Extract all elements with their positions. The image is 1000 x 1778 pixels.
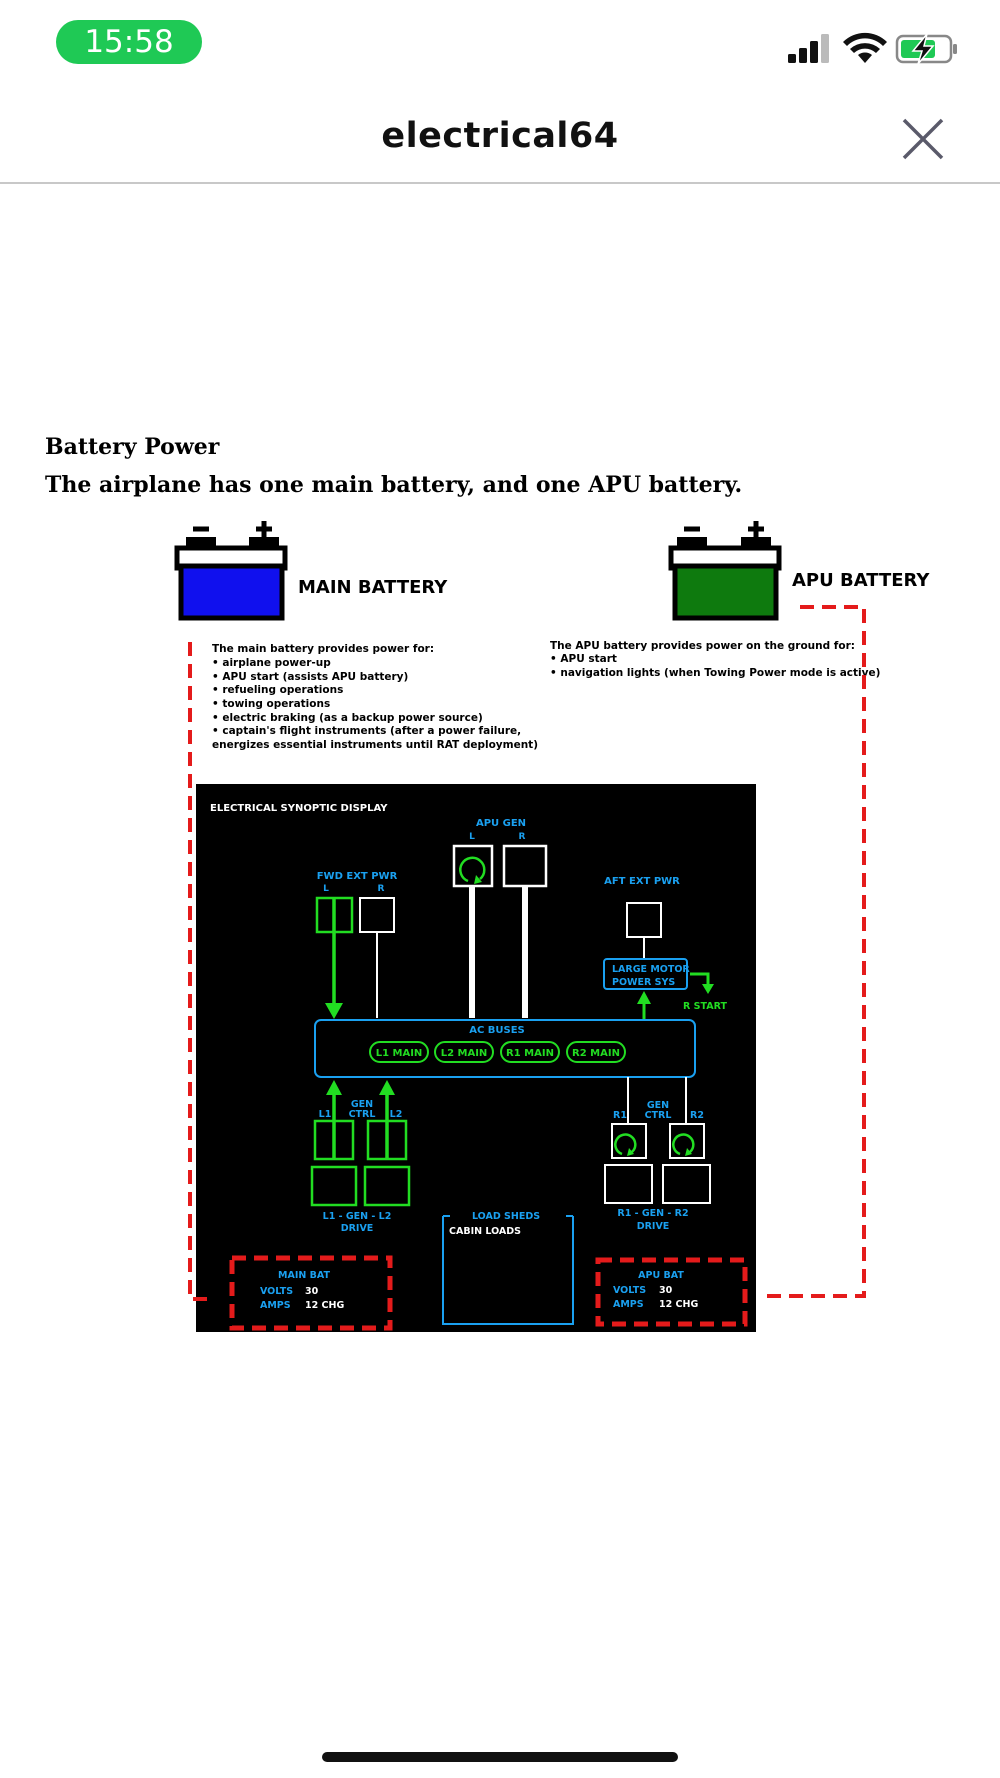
main-battery-description: The main battery provides power for: • a… xyxy=(212,643,538,751)
r1-drive-box xyxy=(604,1164,653,1204)
main-desc-item: energizes essential instruments until RA… xyxy=(212,739,538,751)
l1-label: L1 xyxy=(319,1109,332,1120)
main-battery-icon xyxy=(174,521,288,621)
r2-gen-ctrl-box xyxy=(669,1123,705,1159)
section-heading: Battery Power xyxy=(45,434,220,460)
fwd-ext-pwr-l: L xyxy=(323,884,329,894)
apu-bat-amps-label: AMPS xyxy=(613,1299,644,1310)
cabin-loads-label: CABIN LOADS xyxy=(449,1226,521,1237)
bus-r2-main xyxy=(566,1041,626,1063)
bus-l1-main xyxy=(369,1041,429,1063)
r1-label: R1 xyxy=(613,1110,627,1121)
r2-rotate-icon xyxy=(672,1133,695,1156)
bus-l1-main-label: L1 MAIN xyxy=(376,1048,423,1059)
ac-buses-box xyxy=(314,1019,696,1078)
bus-pills: L1 MAIN L2 MAIN R1 MAIN R2 MAIN xyxy=(369,1041,626,1063)
apu-gen-rotate-icon xyxy=(459,856,486,884)
main-bat-amps-label: AMPS xyxy=(260,1300,291,1311)
status-time: 15:58 xyxy=(56,20,202,64)
r1-gen-ctrl-box xyxy=(611,1123,647,1159)
aft-ext-pwr-label: AFT EXT PWR xyxy=(604,876,680,887)
apu-bat-volts-label: VOLTS xyxy=(613,1285,646,1296)
right-drive-label-1: R1 - GEN - R2 xyxy=(617,1208,688,1219)
power-sys-label: POWER SYS xyxy=(612,977,675,988)
bus-r1-main xyxy=(500,1041,560,1063)
large-motor-power-sys-box xyxy=(603,958,688,990)
apu-battery-connector xyxy=(765,605,866,1298)
ac-buses-label: AC BUSES xyxy=(469,1025,525,1036)
apu-bat-volts-value: 30 xyxy=(659,1285,673,1296)
apu-desc-title: The APU battery provides power on the gr… xyxy=(550,640,855,652)
left-drive-label-2: DRIVE xyxy=(341,1223,374,1234)
synoptic-title: ELECTRICAL SYNOPTIC DISPLAY xyxy=(210,803,388,814)
apu-battery-icon xyxy=(668,521,782,621)
section-subheading: The airplane has one main battery, and o… xyxy=(45,472,743,498)
main-bat-title: MAIN BAT xyxy=(278,1270,330,1281)
bus-r2-main-label: R2 MAIN xyxy=(572,1048,620,1059)
home-indicator[interactable] xyxy=(322,1752,678,1762)
main-desc-item: • captain's flight instruments (after a … xyxy=(212,725,521,737)
apu-gen-l: L xyxy=(469,832,475,842)
load-sheds-label: LOAD SHEDS xyxy=(472,1211,540,1222)
apu-bat-title: APU BAT xyxy=(638,1270,684,1281)
r-start-label: R START xyxy=(683,1001,727,1012)
fwd-ext-pwr-label: FWD EXT PWR xyxy=(317,871,398,882)
main-desc-item: • airplane power-up xyxy=(212,657,331,669)
close-button[interactable] xyxy=(900,116,946,162)
gen-ctrl-right-2: CTRL xyxy=(645,1110,672,1121)
gen-ctrl-left-1: GEN xyxy=(351,1099,373,1110)
content-area: Battery Power The airplane has one main … xyxy=(0,182,1000,1732)
gen-ctrl-left-2: CTRL xyxy=(349,1109,376,1120)
l2-drive-box xyxy=(363,1165,411,1207)
apu-gen-r: R xyxy=(519,832,526,842)
r2-drive-box xyxy=(662,1164,711,1204)
page-title: electrical64 xyxy=(381,116,619,156)
l1-drive-box xyxy=(310,1165,358,1207)
apu-bat-amps-value: 12 CHG xyxy=(659,1299,698,1310)
apu-bat-readout-box xyxy=(595,1257,748,1327)
main-desc-item: • refueling operations xyxy=(212,684,343,696)
load-sheds-box xyxy=(442,1216,574,1325)
status-icons xyxy=(788,32,957,65)
r2-label: R2 xyxy=(690,1110,704,1121)
bus-r1-main-label: R1 MAIN xyxy=(506,1048,554,1059)
main-desc-item: • towing operations xyxy=(212,698,330,710)
fwd-ext-pwr-r: R xyxy=(378,884,385,894)
bus-l2-main xyxy=(434,1041,494,1063)
apu-battery-description: The APU battery provides power on the gr… xyxy=(550,640,880,679)
large-motor-label: LARGE MOTOR xyxy=(612,964,690,975)
main-bat-amps-value: 12 CHG xyxy=(305,1300,344,1311)
main-bat-volts-label: VOLTS xyxy=(260,1286,293,1297)
l2-label: L2 xyxy=(390,1109,403,1120)
main-battery-label: MAIN BATTERY xyxy=(298,577,448,598)
status-bar: 15:58 xyxy=(0,0,1000,90)
main-desc-item: • APU start (assists APU battery) xyxy=(212,671,408,683)
apu-gen-label: APU GEN xyxy=(476,818,526,829)
battery-charging-icon xyxy=(895,33,957,65)
main-bat-volts-value: 30 xyxy=(305,1286,319,1297)
signal-icon xyxy=(788,34,829,63)
gen-ctrl-right-1: GEN xyxy=(647,1100,669,1111)
nav-bar: electrical64 xyxy=(0,90,1000,184)
right-drive-label-2: DRIVE xyxy=(637,1221,670,1232)
main-bat-readout-box xyxy=(229,1255,393,1331)
apu-desc-item: • APU start xyxy=(550,653,617,665)
r1-rotate-icon xyxy=(614,1133,637,1156)
left-drive-label-1: L1 - GEN - L2 xyxy=(323,1211,392,1222)
main-desc-item: • electric braking (as a backup power so… xyxy=(212,712,483,724)
bus-l2-main-label: L2 MAIN xyxy=(441,1048,488,1059)
battery-diagram: MAIN BATTERY APU BATTERY The main batter… xyxy=(174,521,930,1332)
apu-desc-item: • navigation lights (when Towing Power m… xyxy=(550,667,880,679)
main-battery-connector xyxy=(188,642,212,1301)
close-icon xyxy=(902,118,944,160)
main-desc-title: The main battery provides power for: xyxy=(212,643,434,655)
wifi-icon xyxy=(843,32,887,63)
apu-battery-label: APU BATTERY xyxy=(792,570,930,591)
